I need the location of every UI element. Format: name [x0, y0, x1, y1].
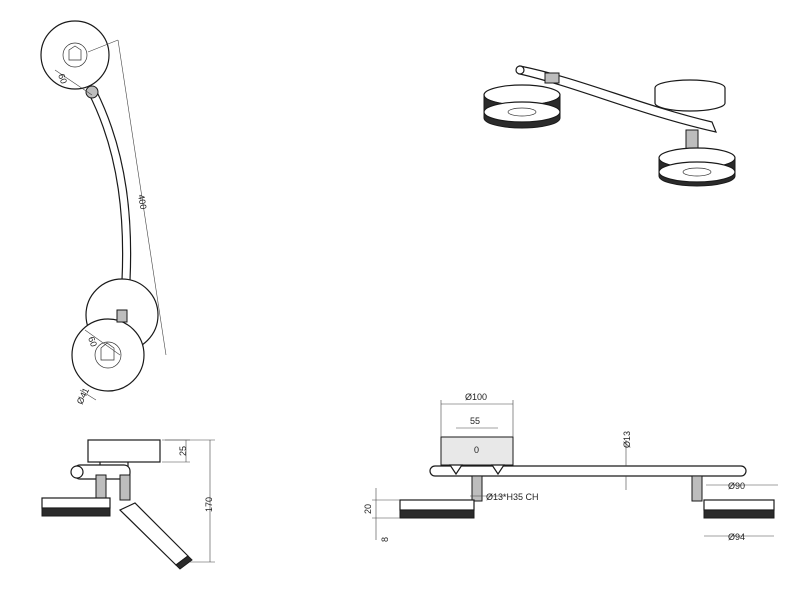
canopy-height-label: 25 — [178, 446, 188, 456]
fix-spacing-label: 55 — [470, 416, 480, 426]
canopy-dia-label: Ø100 — [465, 392, 487, 402]
head-height-label: 20 — [363, 504, 373, 514]
tube-dia-label: Ø13 — [622, 431, 632, 448]
hole-dia-label: Ø41 — [75, 386, 91, 406]
canopy-mark-label: 0 — [474, 445, 479, 455]
head-inner-dia-label: Ø90 — [728, 481, 745, 491]
front-view — [372, 400, 778, 540]
lower-ring-dia-label: 60 — [86, 335, 99, 348]
head-outer-dia-label: Ø94 — [728, 532, 745, 542]
side-view — [41, 439, 215, 570]
top-ring-dia-label: 60 — [56, 72, 69, 85]
perspective-view — [483, 65, 736, 187]
total-height-label: 170 — [204, 497, 214, 512]
top-view — [40, 20, 167, 401]
head-thickness-label: 8 — [380, 537, 390, 542]
arm-length-label: 400 — [136, 194, 148, 211]
joint-spec-label: Ø13*H35 CH — [486, 492, 539, 502]
